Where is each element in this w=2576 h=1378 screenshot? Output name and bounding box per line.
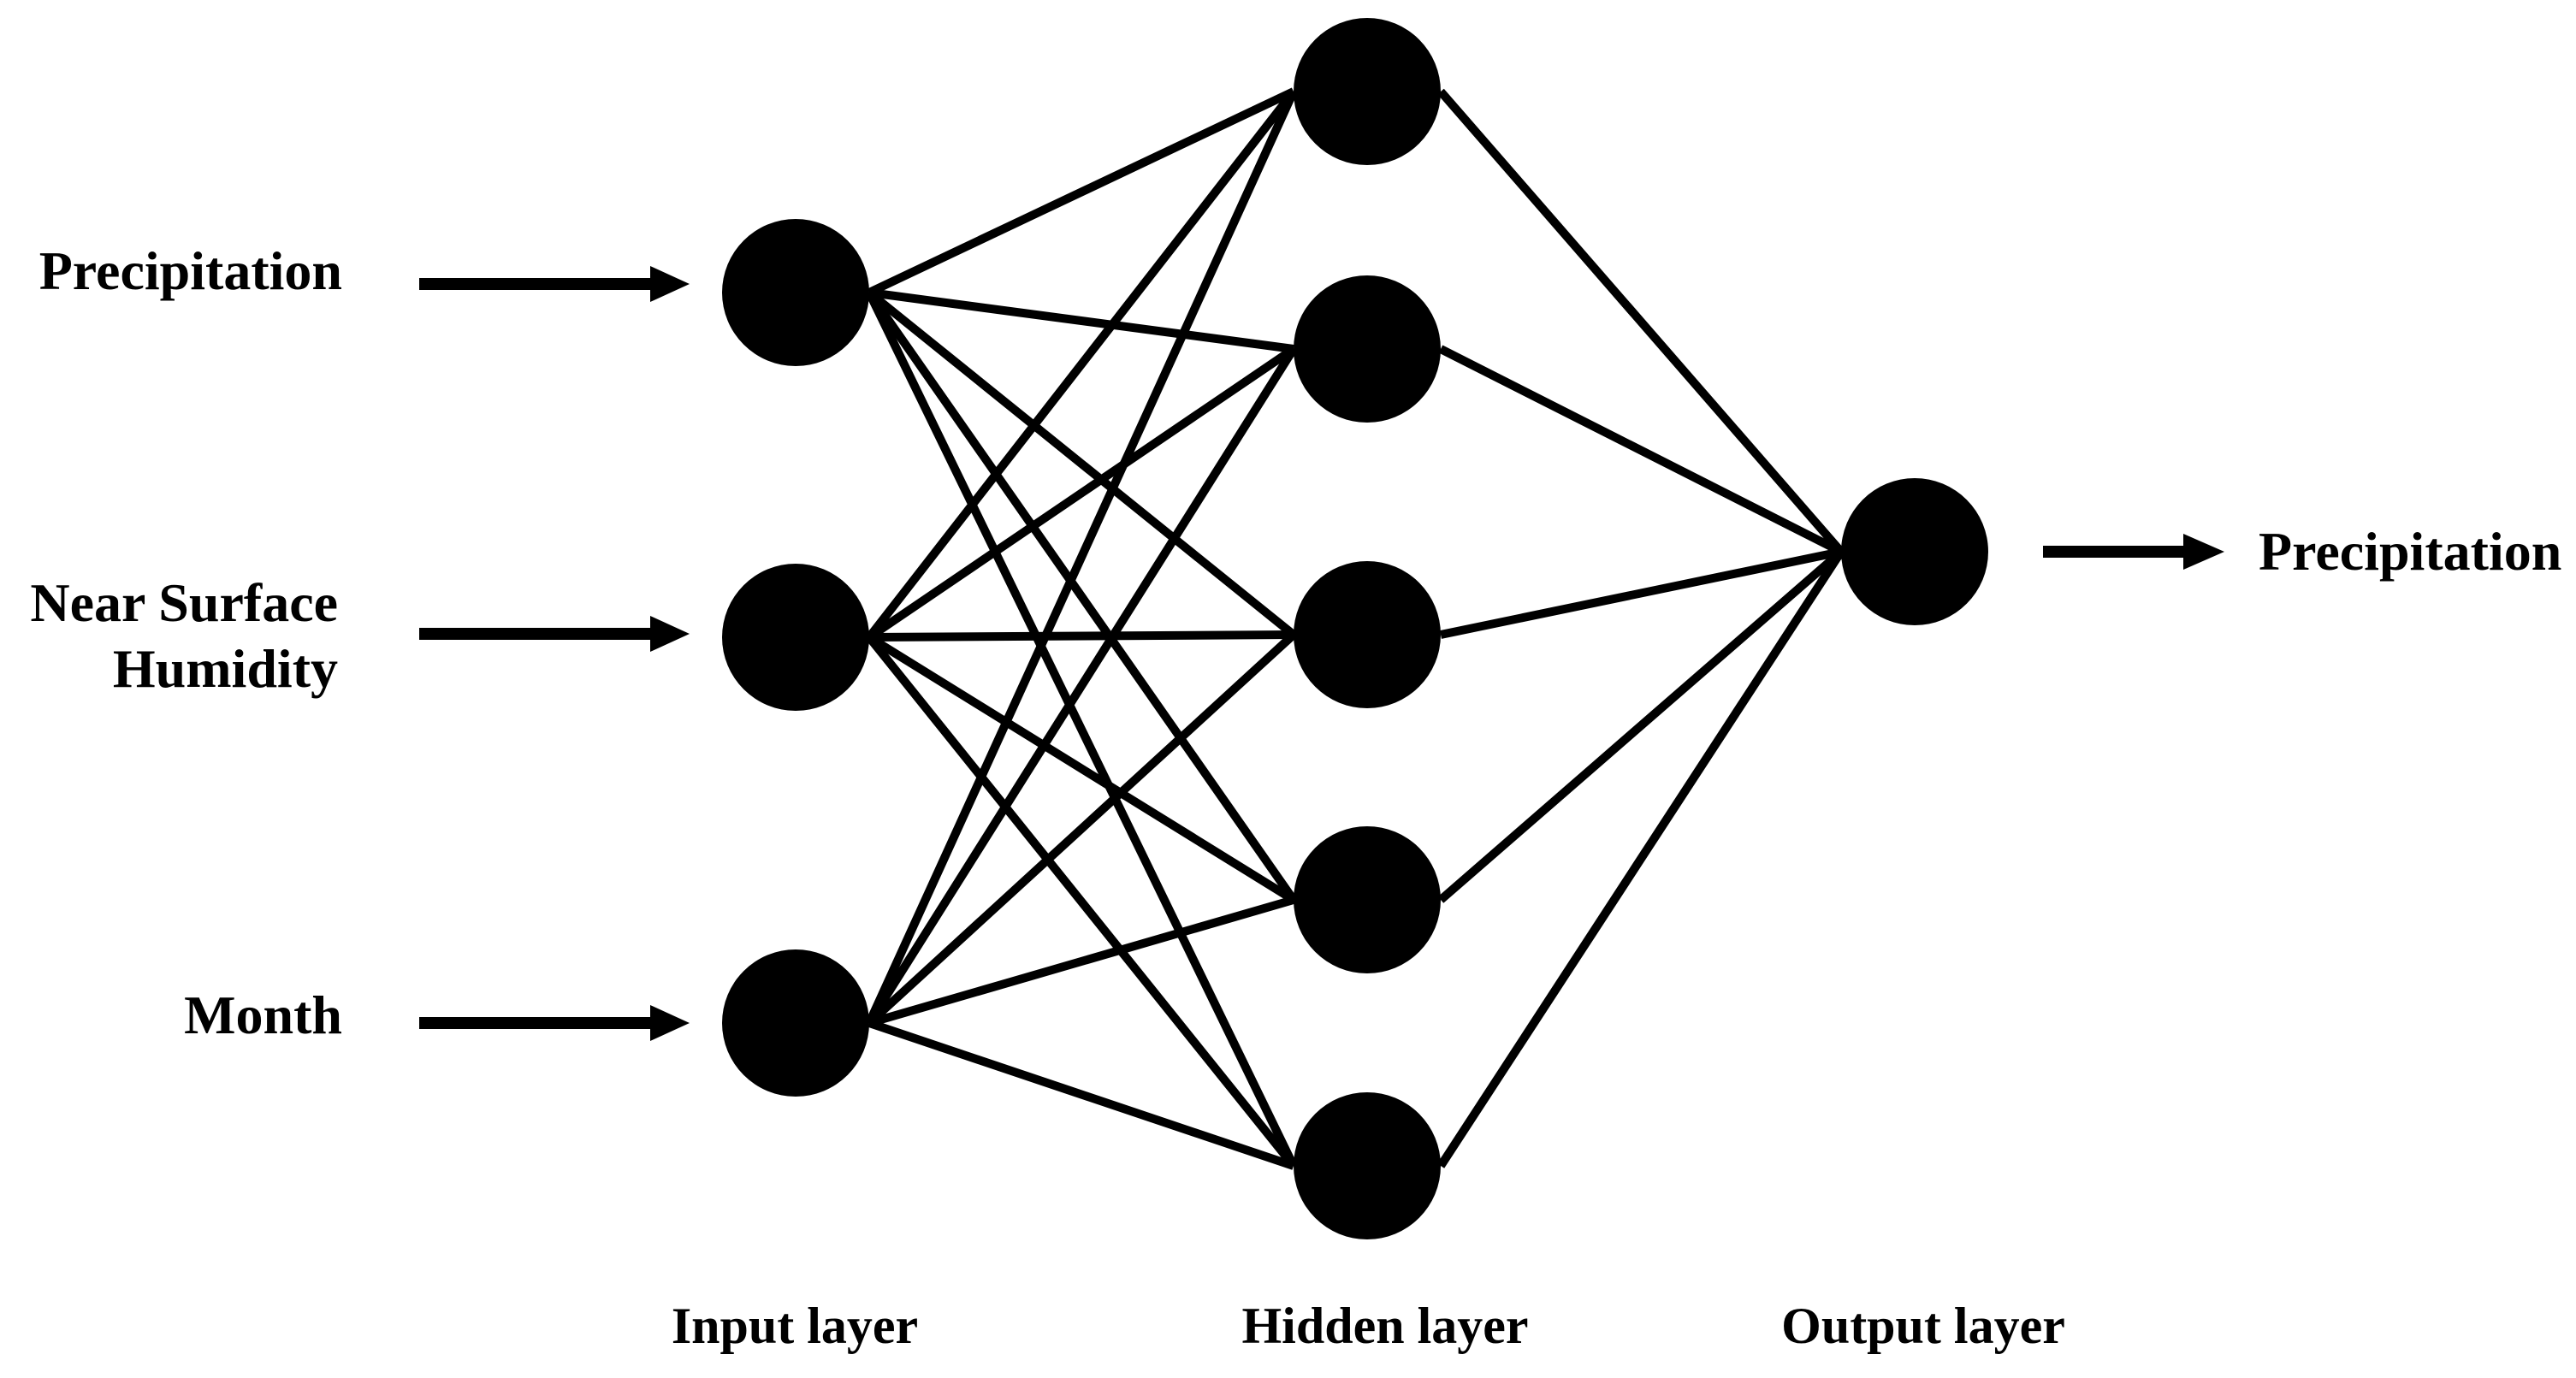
input-node (722, 219, 869, 366)
edge-input-hidden (866, 634, 1297, 1169)
edge-hidden-output (1437, 548, 1845, 903)
input-label-month: Month (184, 985, 342, 1045)
edge-hidden-output (1437, 88, 1845, 555)
output-node (1841, 478, 1988, 625)
edge-input-hidden (866, 289, 1297, 638)
edge-input-hidden (867, 87, 1296, 297)
input-node (722, 949, 869, 1097)
input-label-near-surface-humidity: Near Surface Humidity (30, 572, 338, 699)
edge-hidden-output (1436, 549, 1845, 1168)
edge-input-hidden (866, 631, 1297, 1026)
edge-input-hidden (865, 89, 1298, 1026)
hidden-node (1294, 1092, 1441, 1239)
edge-input-hidden (866, 88, 1297, 641)
edge-input-hidden (865, 290, 1298, 1168)
edge-input-hidden (868, 630, 1294, 642)
hidden-node (1294, 18, 1441, 165)
edge-input-hidden (865, 346, 1298, 1026)
hidden-node (1294, 561, 1441, 708)
output-arrowhead-icon (2183, 534, 2224, 570)
edge-input-hidden (868, 1019, 1295, 1170)
edge-input-hidden (868, 896, 1295, 1027)
output-label-precipitation: Precipitation (2259, 521, 2562, 582)
edge-hidden-output (1438, 345, 1844, 556)
layer-caption-output: Output layer (1781, 1298, 2065, 1354)
input-arrowhead-icon (650, 616, 690, 652)
layer-caption-hidden: Hidden layer (1241, 1298, 1529, 1354)
hidden-node (1294, 826, 1441, 973)
input-arrowhead-icon (650, 1005, 690, 1041)
input-node (722, 564, 869, 711)
edge-input-hidden (867, 345, 1296, 642)
edge-input-hidden (865, 290, 1298, 902)
edge-input-hidden (867, 633, 1296, 904)
input-label-precipitation: Precipitation (38, 240, 342, 301)
input-arrowhead-icon (650, 266, 690, 302)
edge-input-hidden (868, 288, 1294, 353)
layer-caption-input: Input layer (671, 1298, 919, 1354)
edge-hidden-output (1439, 547, 1843, 639)
hidden-node (1294, 275, 1441, 423)
